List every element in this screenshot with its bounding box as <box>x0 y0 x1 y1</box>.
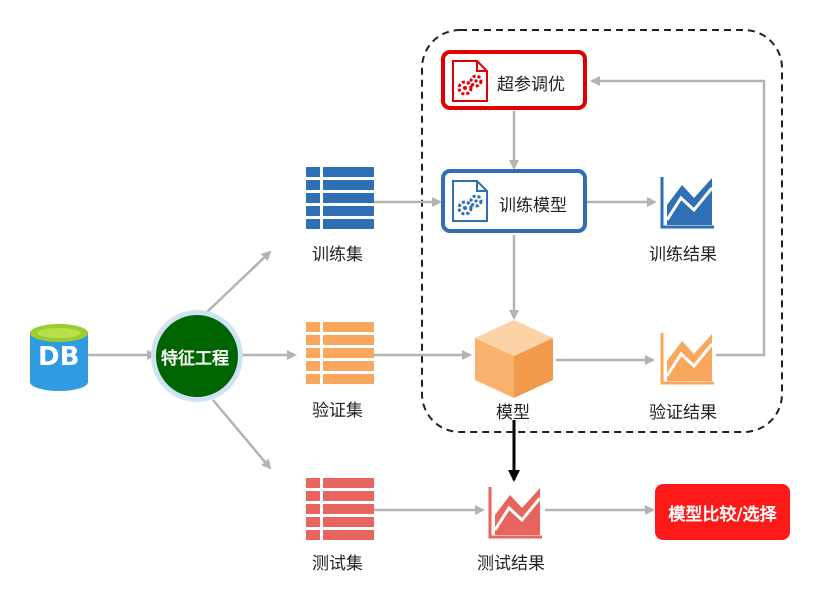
train-set-icon <box>306 167 374 229</box>
train-model-label: 训练模型 <box>499 196 567 216</box>
val-set-icon <box>306 322 374 384</box>
train-set-label: 训练集 <box>312 245 363 265</box>
val-set-label: 验证集 <box>312 401 363 421</box>
train-result-chart-icon <box>660 177 714 229</box>
test-result-chart-icon <box>488 487 542 539</box>
model-compare-box: 模型比较/选择 <box>655 484 790 540</box>
training-validation-group <box>421 29 783 433</box>
feature-engineering-node <box>151 310 243 402</box>
feature-engineering-label: 特征工程 <box>161 349 229 369</box>
db-label: DB <box>38 342 80 372</box>
model-label: 模型 <box>496 403 530 423</box>
train-result-label: 训练结果 <box>649 245 717 265</box>
connectors <box>88 76 766 515</box>
gear-document-icon <box>452 180 488 222</box>
gear-document-icon <box>452 60 488 102</box>
test-set-label: 测试集 <box>312 554 363 574</box>
database-icon <box>30 324 88 391</box>
hyperparam-tuning-label: 超参调优 <box>497 75 565 95</box>
train-model-box: 训练模型 <box>441 169 587 233</box>
model-compare-label: 模型比较/选择 <box>668 504 777 525</box>
test-result-label: 测试结果 <box>477 554 545 574</box>
arrow-feature-to-test-set <box>212 399 272 470</box>
test-set-icon <box>306 478 374 540</box>
arrow-val-result-to-tuning <box>590 76 766 357</box>
arrow-feature-to-train-set <box>206 250 272 313</box>
val-result-chart-icon <box>660 333 714 385</box>
model-cube-icon <box>475 320 553 398</box>
val-result-label: 验证结果 <box>649 403 717 423</box>
hyperparam-tuning-box: 超参调优 <box>441 50 587 110</box>
